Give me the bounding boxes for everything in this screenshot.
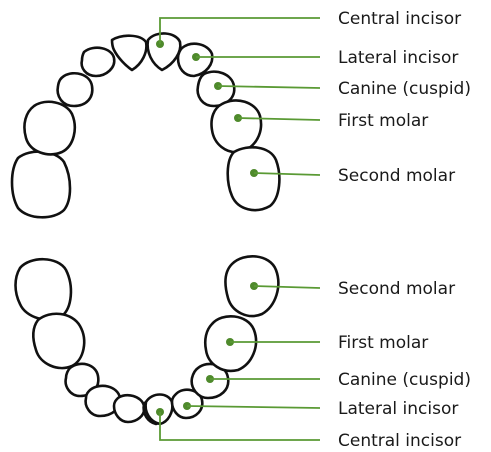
lower-left-second-molar: [16, 259, 71, 319]
label-lower-lateral-incisor: Lateral incisor: [338, 399, 458, 419]
upper-right-second-molar: [228, 147, 280, 210]
label-lower-central-incisor: Central incisor: [338, 431, 461, 451]
lower-left-first-molar: [33, 314, 84, 368]
upper-arch: Central incisor Lateral incisor Canine (…: [12, 9, 471, 217]
leader-lower-lateral-incisor: [187, 406, 320, 408]
upper-left-lateral-incisor: [82, 48, 115, 76]
label-upper-central-incisor: Central incisor: [338, 9, 461, 29]
label-lower-first-molar: First molar: [338, 333, 428, 353]
label-upper-second-molar: Second molar: [338, 166, 455, 186]
upper-left-second-molar: [12, 152, 70, 218]
lower-left-lateral-incisor: [114, 395, 144, 422]
upper-right-central-incisor: [148, 33, 181, 70]
label-lower-second-molar: Second molar: [338, 279, 455, 299]
upper-left-canine: [58, 73, 93, 106]
label-lower-canine: Canine (cuspid): [338, 370, 471, 390]
label-upper-canine: Canine (cuspid): [338, 79, 471, 99]
leader-upper-central-incisor: [160, 18, 320, 44]
lower-arch: Second molar First molar Canine (cuspid)…: [16, 256, 471, 451]
upper-left-central-incisor: [112, 36, 146, 70]
label-upper-first-molar: First molar: [338, 111, 428, 131]
upper-left-first-molar: [24, 102, 74, 154]
upper-right-first-molar: [211, 100, 261, 152]
label-upper-lateral-incisor: Lateral incisor: [338, 48, 458, 68]
